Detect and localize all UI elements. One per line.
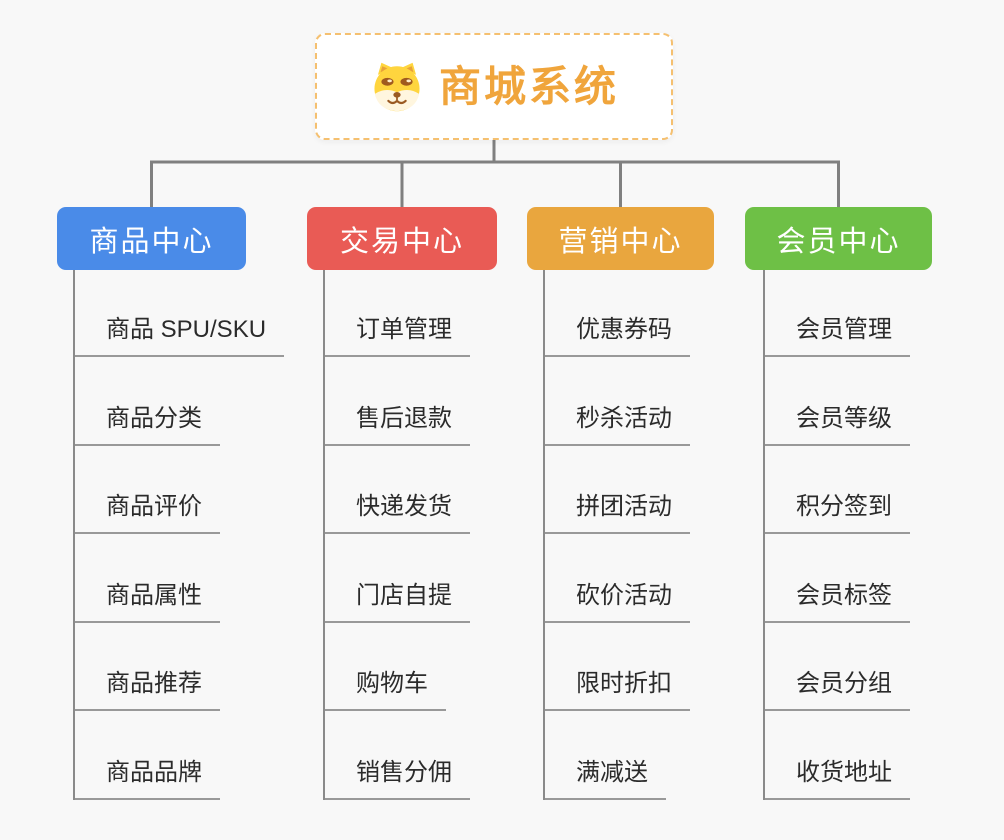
list-item: 商品品牌 [75, 756, 220, 800]
list-item: 商品分类 [75, 402, 220, 446]
list-item: 会员分组 [765, 667, 910, 712]
root-title: 商城系统 [438, 62, 619, 110]
branch-label: 商品中心 [89, 225, 214, 258]
root-node: 商城系统 [315, 33, 673, 140]
list-item: 优惠券码 [545, 313, 690, 357]
branch-node: 商品中心 [57, 207, 246, 270]
list-item: 购物车 [325, 667, 446, 712]
branch-item-list: 会员管理会员等级积分签到会员标签会员分组收货地址 [763, 270, 910, 800]
branch-node: 交易中心 [307, 207, 497, 270]
list-item: 门店自提 [325, 579, 470, 623]
list-item: 会员标签 [765, 579, 910, 623]
list-item: 销售分佣 [325, 756, 470, 800]
list-item: 会员等级 [765, 402, 910, 446]
branch-node: 会员中心 [745, 207, 932, 270]
list-item: 快递发货 [325, 490, 470, 535]
list-item: 砍价活动 [545, 579, 690, 623]
dog-face-icon [374, 62, 420, 111]
list-item: 收货地址 [765, 756, 910, 800]
list-item: 售后退款 [325, 402, 470, 446]
branch-item-list: 商品 SPU/SKU 商品分类商品评价商品属性商品推荐商品品牌 [73, 270, 285, 800]
branch-node: 营销中心 [527, 207, 714, 270]
branch-label: 营销中心 [558, 225, 683, 258]
list-item: 满减送 [545, 756, 666, 800]
list-item: 商品评价 [75, 490, 220, 535]
branch-label: 会员中心 [776, 225, 901, 258]
branch-item-list: 订单管理售后退款快递发货门店自提购物车销售分佣 [323, 270, 470, 800]
list-item: 商品推荐 [75, 667, 220, 712]
branch-label: 交易中心 [339, 225, 464, 258]
list-item: 会员管理 [765, 313, 910, 357]
list-item: 商品属性 [75, 579, 220, 623]
list-item: 商品 SPU/SKU [75, 313, 285, 357]
list-item: 拼团活动 [545, 490, 690, 535]
list-item: 秒杀活动 [545, 402, 690, 446]
list-item: 积分签到 [765, 490, 910, 535]
list-item: 限时折扣 [545, 667, 690, 712]
list-item: 订单管理 [325, 313, 470, 357]
branch-item-list: 优惠券码秒杀活动拼团活动砍价活动限时折扣满减送 [543, 270, 690, 800]
